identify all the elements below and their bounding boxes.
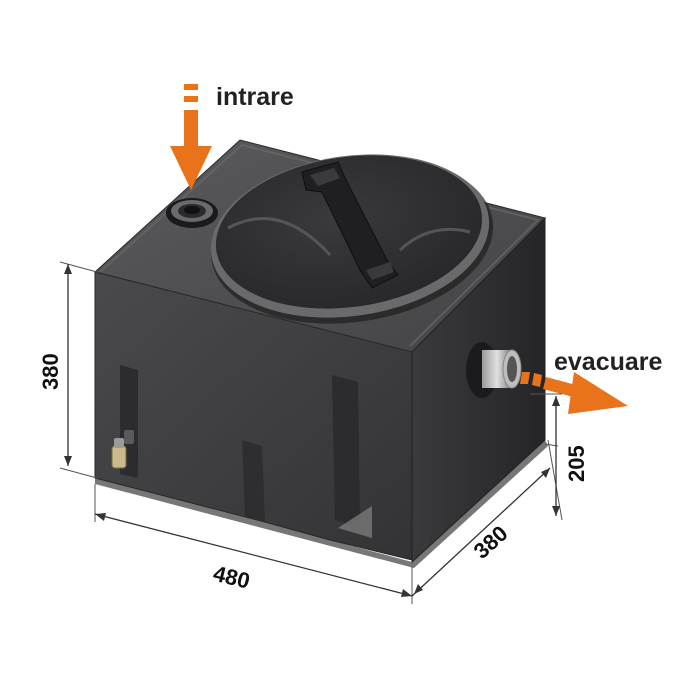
tank-base-shadow — [95, 440, 548, 568]
drain-valve — [111, 430, 134, 469]
outlet-label: evacuare — [554, 348, 663, 376]
tank-front-recess-center — [242, 440, 265, 522]
lid-ridge-left — [227, 217, 332, 257]
outlet-pipe — [466, 342, 522, 398]
tank-lid — [210, 154, 494, 324]
outlet-height-value: 205 — [564, 445, 589, 482]
inlet-port — [166, 198, 218, 228]
outlet-height-dimension — [530, 393, 563, 521]
inlet-label: intrare — [216, 83, 294, 111]
height-value: 380 — [38, 353, 63, 390]
lid-ridge-right — [398, 227, 471, 252]
depth-dimension — [411, 443, 559, 597]
width-value: 480 — [211, 561, 253, 594]
outlet-arrow — [520, 372, 628, 414]
tank-foot-notch — [338, 506, 372, 538]
height-dimension — [59, 261, 98, 479]
depth-value: 380 — [469, 521, 513, 564]
inlet-arrow — [170, 84, 212, 190]
lid-handle — [301, 161, 399, 289]
width-dimension — [94, 484, 413, 604]
tank-front-recess-right — [332, 375, 360, 528]
